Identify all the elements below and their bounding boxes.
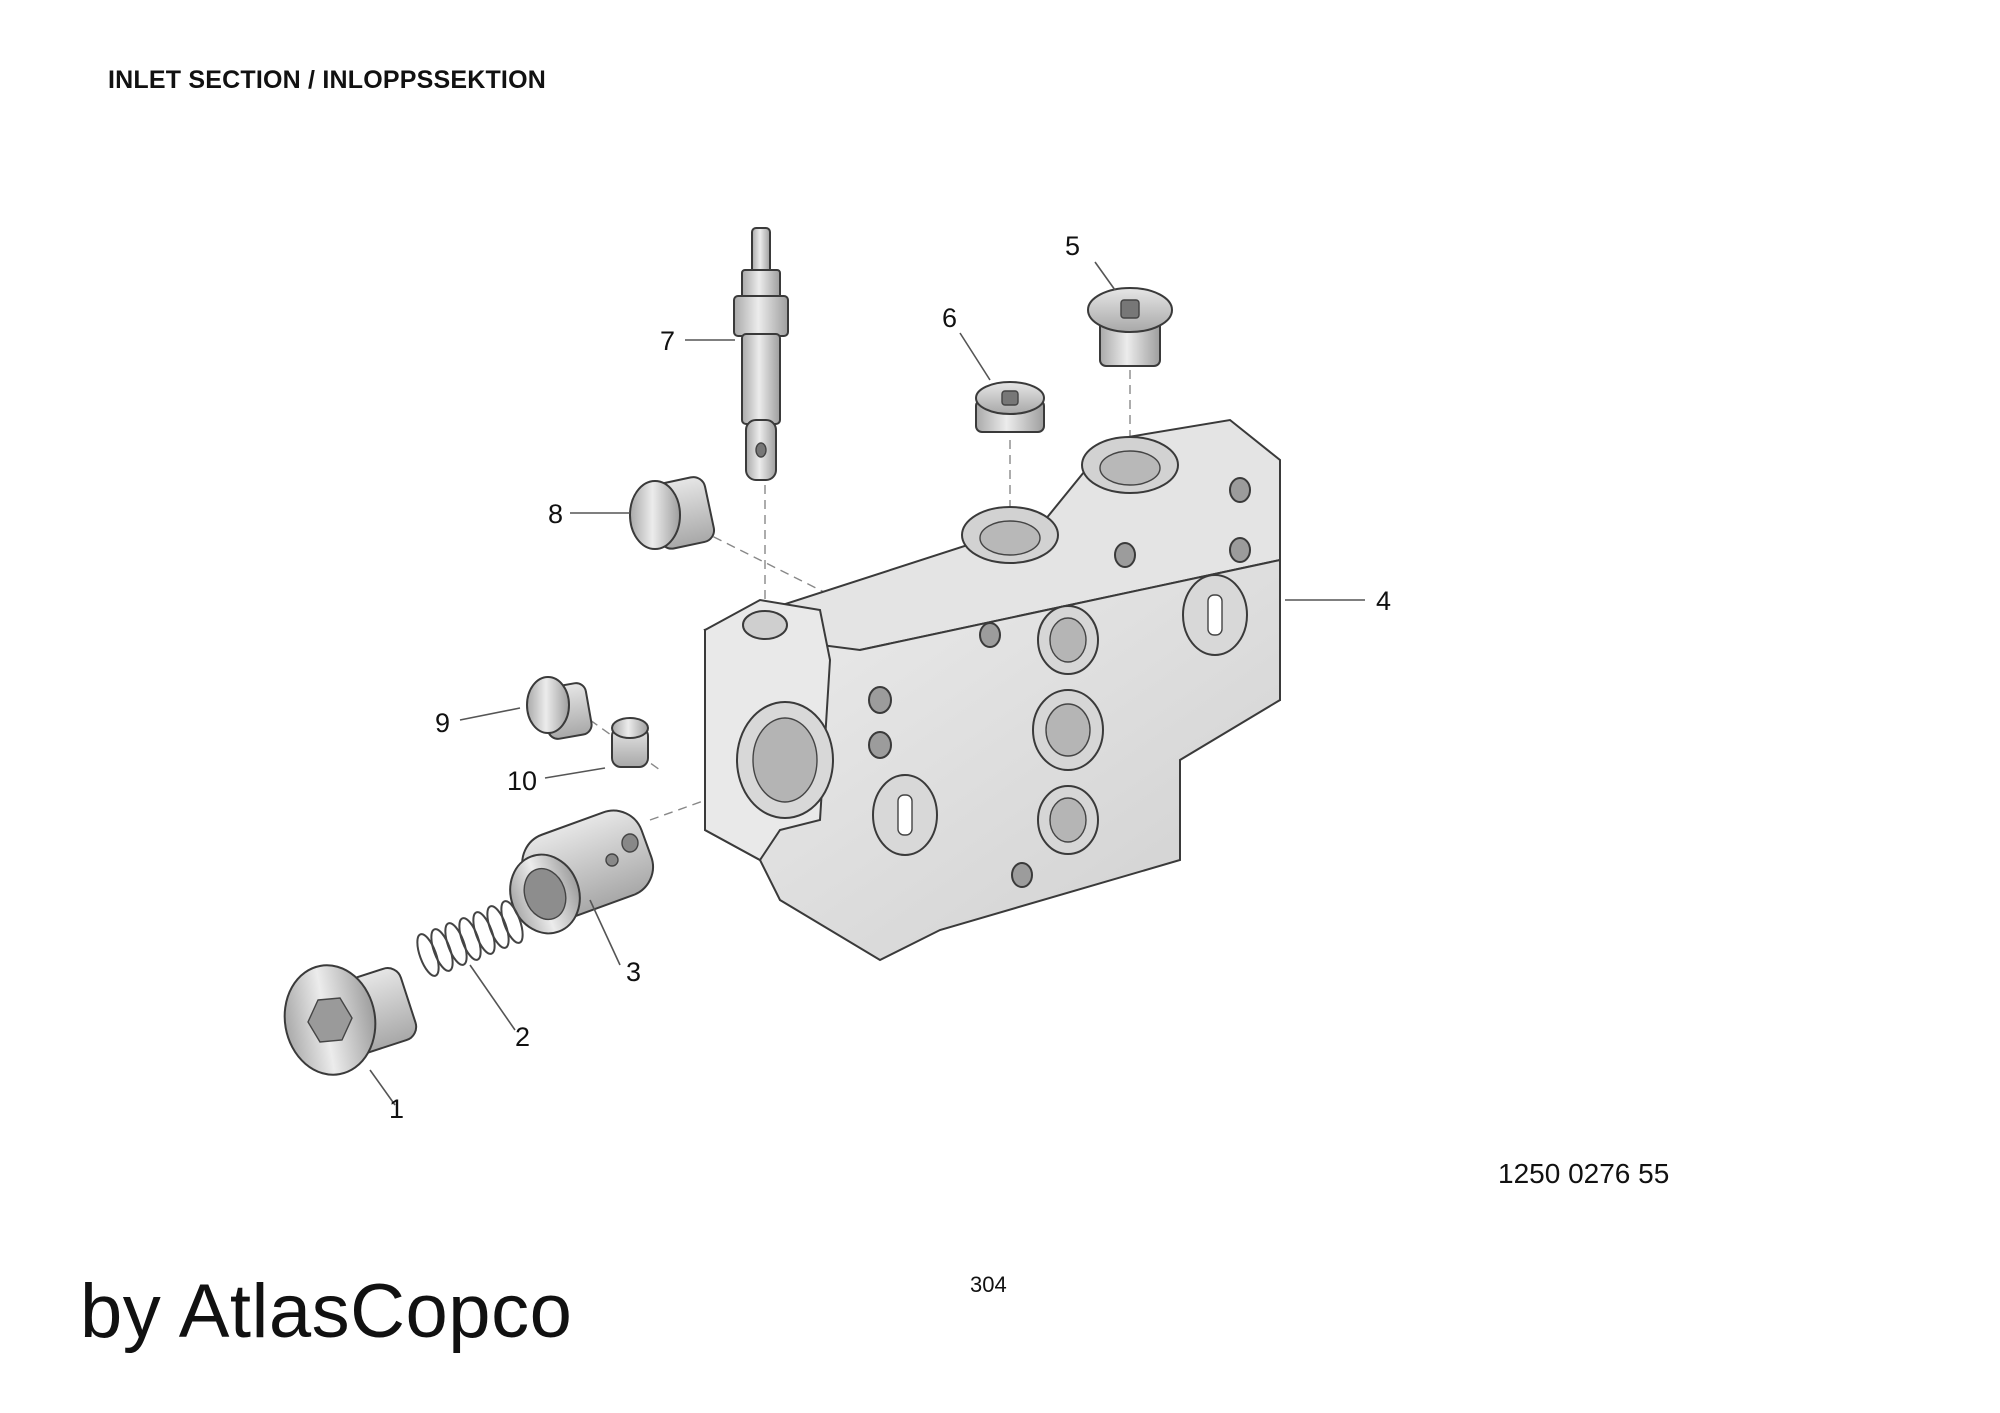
document-number: 1250 0276 55 [1498, 1158, 1670, 1189]
callout-5: 5 [1065, 231, 1080, 261]
callout-labels: 1 2 3 4 5 6 7 8 9 10 [389, 231, 1391, 1124]
plug-part-10 [611, 717, 649, 768]
callout-8: 8 [548, 499, 563, 529]
plug-part-9 [526, 676, 593, 740]
callout-4: 4 [1376, 586, 1391, 616]
spool-sleeve-part-3 [509, 809, 654, 935]
plug-part-8 [629, 476, 716, 550]
callout-3: 3 [626, 957, 641, 987]
plug-part-5 [1087, 287, 1173, 367]
plug-part-6 [975, 381, 1045, 433]
brand-text: by AtlasCopco [80, 1269, 573, 1354]
page-number: 304 [970, 1272, 1007, 1297]
callout-6: 6 [942, 303, 957, 333]
callout-9: 9 [435, 708, 450, 738]
plug-part-1 [283, 964, 418, 1076]
leader-lines [369, 261, 1365, 1106]
valve-body-part-4 [703, 418, 1281, 962]
page-title: INLET SECTION / INLOPPSSEKTION [108, 66, 546, 94]
callout-10: 10 [507, 766, 537, 796]
callout-7: 7 [660, 326, 675, 356]
spring-part-2 [416, 900, 524, 977]
callout-1: 1 [389, 1094, 404, 1124]
callout-2: 2 [515, 1022, 530, 1052]
valve-stem-part-7 [733, 227, 789, 481]
